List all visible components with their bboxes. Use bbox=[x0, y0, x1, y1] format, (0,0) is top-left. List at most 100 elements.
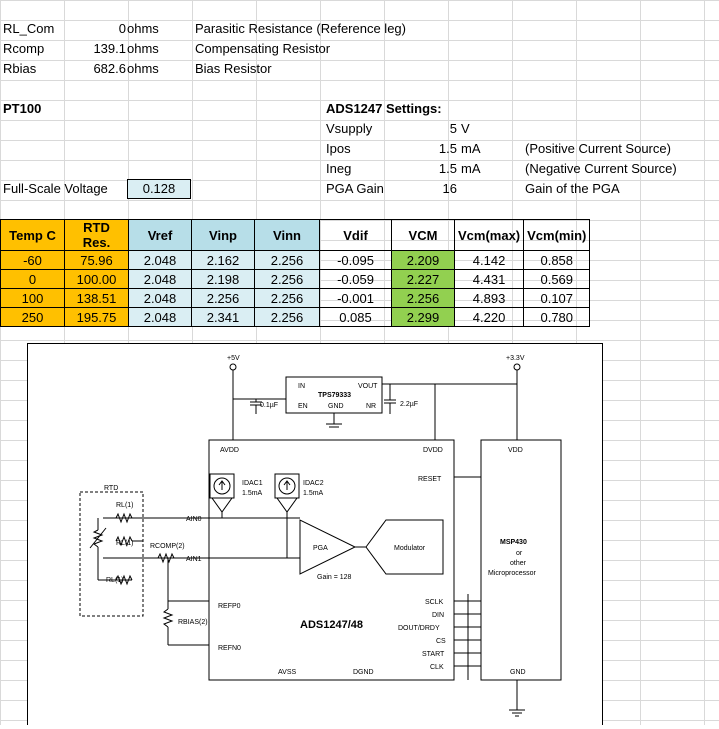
label-or: or bbox=[516, 550, 523, 557]
param-desc[interactable]: Parasitic Resistance (Reference leg) bbox=[195, 21, 406, 36]
table-cell[interactable]: 2.162 bbox=[191, 250, 255, 270]
table-cell[interactable]: 2.256 bbox=[254, 307, 320, 327]
table-cell[interactable]: 4.142 bbox=[453, 250, 525, 270]
setting-value[interactable]: 5 bbox=[449, 121, 457, 136]
param-value[interactable]: 139.1 bbox=[93, 41, 126, 56]
setting-unit[interactable]: V bbox=[461, 121, 470, 136]
table-cell[interactable]: 195.75 bbox=[64, 307, 129, 327]
label-start: START bbox=[422, 651, 445, 658]
table-cell[interactable]: 75.96 bbox=[64, 250, 129, 270]
setting-unit[interactable]: mA bbox=[461, 161, 481, 176]
table-cell[interactable]: -0.001 bbox=[319, 288, 392, 308]
label-din: DIN bbox=[432, 612, 444, 619]
schematic-image[interactable]: +5V +3.3V IN VOUT TPS79333 EN GND NR 0.1… bbox=[27, 343, 603, 725]
param-desc[interactable]: Compensating Resistor bbox=[195, 41, 331, 56]
table-cell[interactable]: 0.858 bbox=[523, 250, 591, 270]
header-cell[interactable]: Vcm(max) bbox=[453, 219, 525, 251]
label-avdd: AVDD bbox=[220, 447, 239, 454]
label-vdd: VDD bbox=[508, 447, 523, 454]
table-cell[interactable]: 100 bbox=[0, 288, 65, 308]
setting-note[interactable]: (Positive Current Source) bbox=[525, 141, 671, 156]
label-msp430: MSP430 bbox=[500, 539, 527, 546]
table-cell[interactable]: 2.256 bbox=[191, 288, 255, 308]
label-clk: CLK bbox=[430, 664, 444, 671]
param-value[interactable]: 0 bbox=[118, 21, 126, 36]
header-cell[interactable]: Temp C bbox=[0, 219, 65, 251]
label-dout: DOUT/DRDY bbox=[398, 625, 440, 632]
setting-name[interactable]: PGA Gain bbox=[326, 181, 384, 196]
label-5v: +5V bbox=[227, 355, 240, 362]
table-row: 250 195.75 2.048 2.341 2.256 0.085 2.299… bbox=[0, 307, 591, 327]
label-nr: NR bbox=[366, 403, 376, 410]
fullscale-label[interactable]: Full-Scale Voltage bbox=[3, 181, 108, 196]
label-idac1-current: 1.5mA bbox=[242, 490, 263, 497]
param-unit[interactable]: ohms bbox=[127, 21, 159, 36]
fullscale-value[interactable]: 0.128 bbox=[127, 179, 191, 199]
label-tps: TPS79333 bbox=[318, 392, 351, 399]
header-cell[interactable]: Vinn bbox=[254, 219, 320, 251]
param-unit[interactable]: ohms bbox=[127, 61, 159, 76]
table-cell[interactable]: 2.341 bbox=[191, 307, 255, 327]
setting-note[interactable]: (Negative Current Source) bbox=[525, 161, 677, 176]
table-row: 100 138.51 2.048 2.256 2.256 -0.001 2.25… bbox=[0, 288, 591, 308]
table-cell[interactable]: 2.048 bbox=[128, 307, 192, 327]
table-cell[interactable]: 4.893 bbox=[453, 288, 525, 308]
table-cell[interactable]: 0.569 bbox=[523, 269, 591, 289]
table-cell[interactable]: 0.107 bbox=[523, 288, 591, 308]
ads-settings-title[interactable]: ADS1247 Settings: bbox=[326, 101, 442, 116]
table-cell[interactable]: -60 bbox=[0, 250, 65, 270]
table-cell[interactable]: 2.256 bbox=[391, 288, 455, 308]
header-cell[interactable]: Vdif bbox=[319, 219, 392, 251]
label-rbias: RBIAS(2) bbox=[178, 619, 208, 626]
table-cell[interactable]: 0 bbox=[0, 269, 65, 289]
label-other: other bbox=[510, 560, 527, 567]
label-rtd: RTD bbox=[104, 485, 118, 492]
table-cell[interactable]: 2.299 bbox=[391, 307, 455, 327]
setting-value[interactable]: 1.5 bbox=[438, 161, 457, 176]
label-en: EN bbox=[298, 403, 308, 410]
param-value[interactable]: 682.6 bbox=[93, 61, 126, 76]
setting-note[interactable]: Gain of the PGA bbox=[525, 181, 620, 196]
table-cell[interactable]: 2.048 bbox=[128, 269, 192, 289]
header-cell[interactable]: Vref bbox=[128, 219, 192, 251]
table-cell[interactable]: 250 bbox=[0, 307, 65, 327]
label-vout: VOUT bbox=[358, 383, 378, 390]
param-name[interactable]: Rcomp bbox=[3, 41, 45, 56]
pt100-label[interactable]: PT100 bbox=[3, 101, 42, 116]
table-cell[interactable]: 138.51 bbox=[64, 288, 129, 308]
table-cell[interactable]: 2.198 bbox=[191, 269, 255, 289]
table-cell[interactable]: 0.780 bbox=[523, 307, 591, 327]
table-cell[interactable]: 2.256 bbox=[254, 288, 320, 308]
table-row: 0 100.00 2.048 2.198 2.256 -0.059 2.227 … bbox=[0, 269, 591, 289]
param-name[interactable]: RL_Com bbox=[3, 21, 55, 36]
setting-name[interactable]: Ipos bbox=[326, 141, 351, 156]
label-avss: AVSS bbox=[278, 669, 296, 676]
table-cell[interactable]: 4.220 bbox=[453, 307, 525, 327]
table-cell[interactable]: 2.227 bbox=[391, 269, 455, 289]
header-cell[interactable]: Vinp bbox=[191, 219, 255, 251]
param-name[interactable]: Rbias bbox=[3, 61, 37, 76]
label-pga: PGA bbox=[313, 545, 328, 552]
setting-name[interactable]: Ineg bbox=[326, 161, 352, 176]
param-unit[interactable]: ohms bbox=[127, 41, 159, 56]
table-cell[interactable]: 2.256 bbox=[254, 269, 320, 289]
setting-value[interactable]: 16 bbox=[442, 181, 457, 196]
table-cell[interactable]: 4.431 bbox=[453, 269, 525, 289]
header-cell[interactable]: VCM bbox=[391, 219, 455, 251]
setting-name[interactable]: Vsupply bbox=[326, 121, 373, 136]
setting-value[interactable]: 1.5 bbox=[438, 141, 457, 156]
header-cell[interactable]: RTD Res. bbox=[64, 219, 129, 251]
param-desc[interactable]: Bias Resistor bbox=[195, 61, 272, 76]
table-cell[interactable]: 2.209 bbox=[391, 250, 455, 270]
label-refn0: REFN0 bbox=[218, 645, 241, 652]
table-cell[interactable]: -0.059 bbox=[319, 269, 392, 289]
label-ads: ADS1247/48 bbox=[300, 619, 363, 631]
table-cell[interactable]: 2.048 bbox=[128, 288, 192, 308]
table-cell[interactable]: 100.00 bbox=[64, 269, 129, 289]
table-cell[interactable]: -0.095 bbox=[319, 250, 392, 270]
table-cell[interactable]: 2.256 bbox=[254, 250, 320, 270]
table-cell[interactable]: 0.085 bbox=[319, 307, 392, 327]
header-cell[interactable]: Vcm(min) bbox=[523, 219, 591, 251]
setting-unit[interactable]: mA bbox=[461, 141, 481, 156]
table-cell[interactable]: 2.048 bbox=[128, 250, 192, 270]
